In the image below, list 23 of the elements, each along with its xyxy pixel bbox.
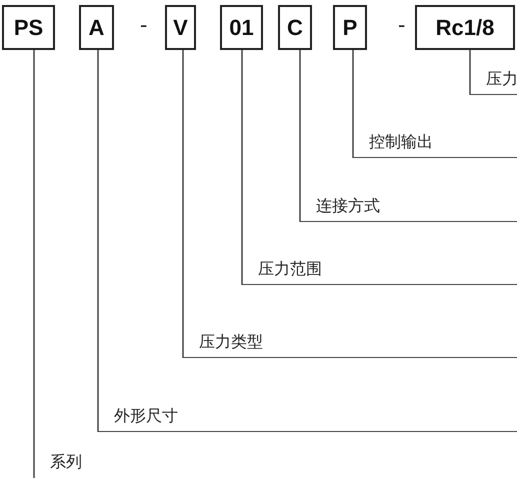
segment-label: 系列 — [34, 450, 82, 478]
code-segment: A — [79, 5, 114, 50]
leader-line — [241, 50, 243, 286]
code-segment: V — [165, 5, 196, 50]
leader-line — [33, 50, 35, 479]
separator-dash: - — [398, 12, 406, 38]
separator-dash: - — [140, 12, 148, 38]
leader-line — [469, 50, 471, 96]
leader-line — [182, 50, 184, 359]
segment-label: 连接方式 — [300, 194, 517, 222]
code-segment: P — [333, 5, 367, 50]
code-segment: Rc1/8 — [415, 5, 515, 50]
leader-line — [352, 50, 354, 159]
segment-label: 压力类型 — [183, 330, 517, 358]
segment-label: 压力范围 — [242, 257, 517, 285]
code-segment: PS — [2, 5, 55, 50]
segment-label: 控制输出 — [353, 130, 517, 158]
leader-line — [299, 50, 301, 223]
segment-label: 外形尺寸 — [98, 404, 517, 432]
leader-line — [97, 50, 99, 433]
segment-label: 压力 — [470, 67, 517, 95]
code-segment: 01 — [220, 5, 263, 50]
code-segment: C — [278, 5, 312, 50]
